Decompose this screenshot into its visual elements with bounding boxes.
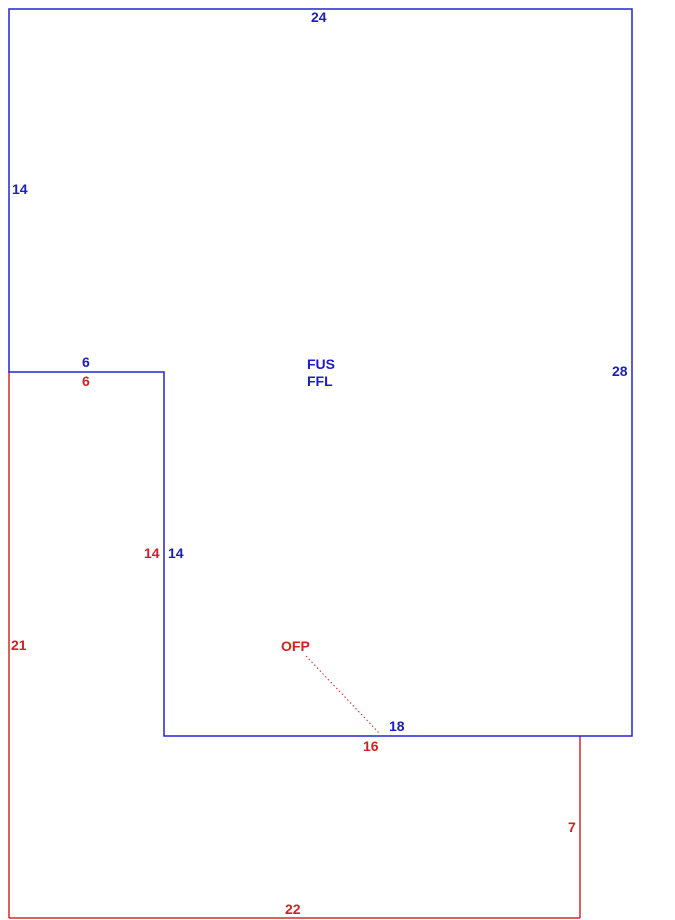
porch-dim-left: 21 (11, 637, 27, 653)
main-area-label-ffl: FFL (307, 373, 333, 389)
main-area-outline (8, 8, 633, 737)
porch-dim-top: 6 (82, 373, 90, 389)
porch-outline (8, 372, 581, 919)
main-dim-bottom: 18 (389, 718, 405, 734)
main-dim-right: 28 (612, 363, 628, 379)
porch-area-label: OFP (281, 638, 310, 654)
main-area-label-fus: FUS (307, 356, 335, 372)
main-dim-top: 24 (311, 9, 327, 25)
porch-dim-inner-side: 14 (144, 545, 160, 561)
ofp-leader-line (305, 655, 381, 735)
porch-dim-right: 7 (568, 819, 576, 835)
main-dim-notch-side: 14 (168, 545, 184, 561)
porch-dim-top-right: 16 (363, 738, 379, 754)
main-dim-left-upper: 14 (12, 181, 28, 197)
main-dim-notch-top: 6 (82, 354, 90, 370)
porch-dim-bottom: 22 (285, 901, 301, 917)
